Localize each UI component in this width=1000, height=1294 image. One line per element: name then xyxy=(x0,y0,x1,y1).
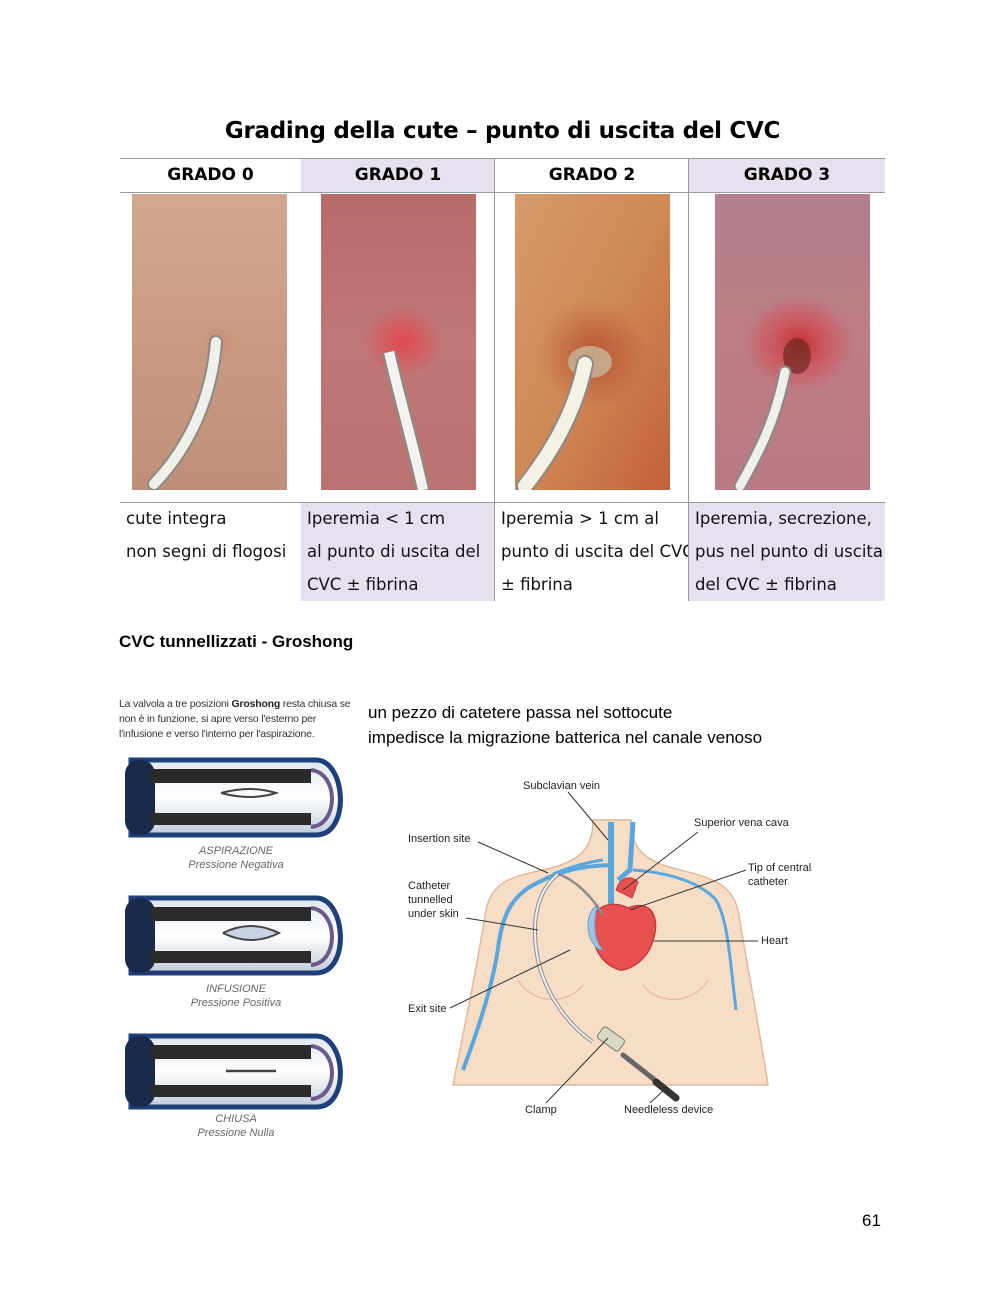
grade-2-photo xyxy=(515,194,670,490)
grade-3-line-3: del CVC ± fibrina xyxy=(695,575,837,594)
table-rule-header xyxy=(120,192,885,193)
valve-closed-illustration xyxy=(125,1033,343,1110)
grade-3-header: GRADO 3 xyxy=(689,158,885,192)
table-rule-desc xyxy=(120,502,885,503)
grade-1-line-1: Iperemia < 1 cm xyxy=(307,509,446,528)
label-subclavian-vein: Subclavian vein xyxy=(523,780,601,792)
valve-closed-name: CHIUSA xyxy=(215,1113,257,1125)
grade-0-line-2: non segni di flogosi xyxy=(126,542,287,561)
label-tip-line-1: Tip of central xyxy=(748,862,812,874)
grade-3-photo xyxy=(715,194,870,490)
groshong-valve-figure: La valvola a tre posizioni Groshong rest… xyxy=(111,697,351,1147)
label-catheter-line-1: Catheter xyxy=(408,880,451,892)
grade-0-header: GRADO 0 xyxy=(167,165,254,185)
grade-3-description: Iperemia, secrezione, pus nel punto di u… xyxy=(689,502,885,601)
grade-3-line-1: Iperemia, secrezione, xyxy=(695,509,872,528)
valve-closed-pressure: Pressione Nulla xyxy=(197,1127,275,1139)
label-tip-line-2: catheter xyxy=(748,876,788,888)
grade-2-line-3: ± fibrina xyxy=(501,575,573,594)
table-rule-top xyxy=(120,158,885,159)
torso-illustration xyxy=(449,791,769,1104)
grade-2-description: Iperemia > 1 cm al punto di uscita del C… xyxy=(495,502,694,601)
table-divider-2 xyxy=(494,158,495,601)
grade-2-header: GRADO 2 xyxy=(548,165,636,185)
grade-0-column: GRADO 0 cute integra non segni di flogos… xyxy=(120,158,301,601)
note-subcutaneous: un pezzo di catetere passa nel sottocute xyxy=(368,703,673,722)
valve-aspiration-name: ASPIRAZIONE xyxy=(199,845,273,857)
grade-2-column: GRADO 2 Iperemia > 1 cm al punto di usci… xyxy=(495,158,694,601)
grade-2-line-2: punto di uscita del CVC xyxy=(501,542,694,561)
grade-1-description: Iperemia < 1 cm al punto di uscita del C… xyxy=(301,502,495,601)
anatomy-diagram: Subclavian vein Insertion site Catheter … xyxy=(398,770,828,1125)
label-heart: Heart xyxy=(761,935,788,947)
label-catheter-line-3: under skin xyxy=(408,908,459,920)
grade-0-line-1: cute integra xyxy=(126,509,227,528)
valve-closed-label: CHIUSA Pressione Nulla xyxy=(171,1112,301,1140)
valve-aspiration-illustration xyxy=(125,757,343,838)
grade-1-header: GRADO 1 xyxy=(301,158,495,192)
grade-0-description: cute integra non segni di flogosi xyxy=(120,502,301,601)
grade-3-column: GRADO 3 Iperemia, secrezione, pus nel pu… xyxy=(689,158,885,601)
label-catheter-line-2: tunnelled xyxy=(408,894,453,906)
label-clamp: Clamp xyxy=(525,1104,557,1116)
note-bacterial-migration: impedisce la migrazione batterica nel ca… xyxy=(368,728,763,747)
table-divider-3 xyxy=(688,158,689,601)
label-needleless-device: Needleless device xyxy=(624,1104,714,1116)
grading-title: Grading della cute – punto di uscita del… xyxy=(224,118,781,144)
valve-infusion-label: INFUSIONE Pressione Positiva xyxy=(171,982,301,1010)
grade-3-line-2: pus nel punto di uscita xyxy=(695,542,884,561)
groshong-caption: La valvola a tre posizioni Groshong rest… xyxy=(119,698,351,740)
grade-1-column: GRADO 1 Iperemia < 1 cm al punto di usci… xyxy=(301,158,495,601)
grade-0-photo xyxy=(132,194,287,490)
label-insertion-site: Insertion site xyxy=(408,833,471,845)
valve-aspiration-label: ASPIRAZIONE Pressione Negativa xyxy=(171,844,301,872)
valve-infusion-illustration xyxy=(125,895,343,976)
grade-1-photo xyxy=(321,194,476,490)
label-superior-vena-cava: Superior vena cava xyxy=(694,817,789,829)
section-heading: CVC tunnellizzati - Groshong xyxy=(119,632,354,651)
page-number: 61 xyxy=(862,1211,881,1230)
valve-infusion-pressure: Pressione Positiva xyxy=(190,997,282,1009)
valve-infusion-name: INFUSIONE xyxy=(206,983,266,995)
label-exit-site: Exit site xyxy=(408,1003,447,1015)
grade-2-line-1: Iperemia > 1 cm al xyxy=(501,509,659,528)
grading-table: GRADO 0 cute integra non segni di flogos… xyxy=(120,158,885,601)
valve-aspiration-pressure: Pressione Negativa xyxy=(188,859,284,871)
grade-1-line-2: al punto di uscita del xyxy=(307,542,481,561)
grade-1-line-3: CVC ± fibrina xyxy=(307,575,419,594)
